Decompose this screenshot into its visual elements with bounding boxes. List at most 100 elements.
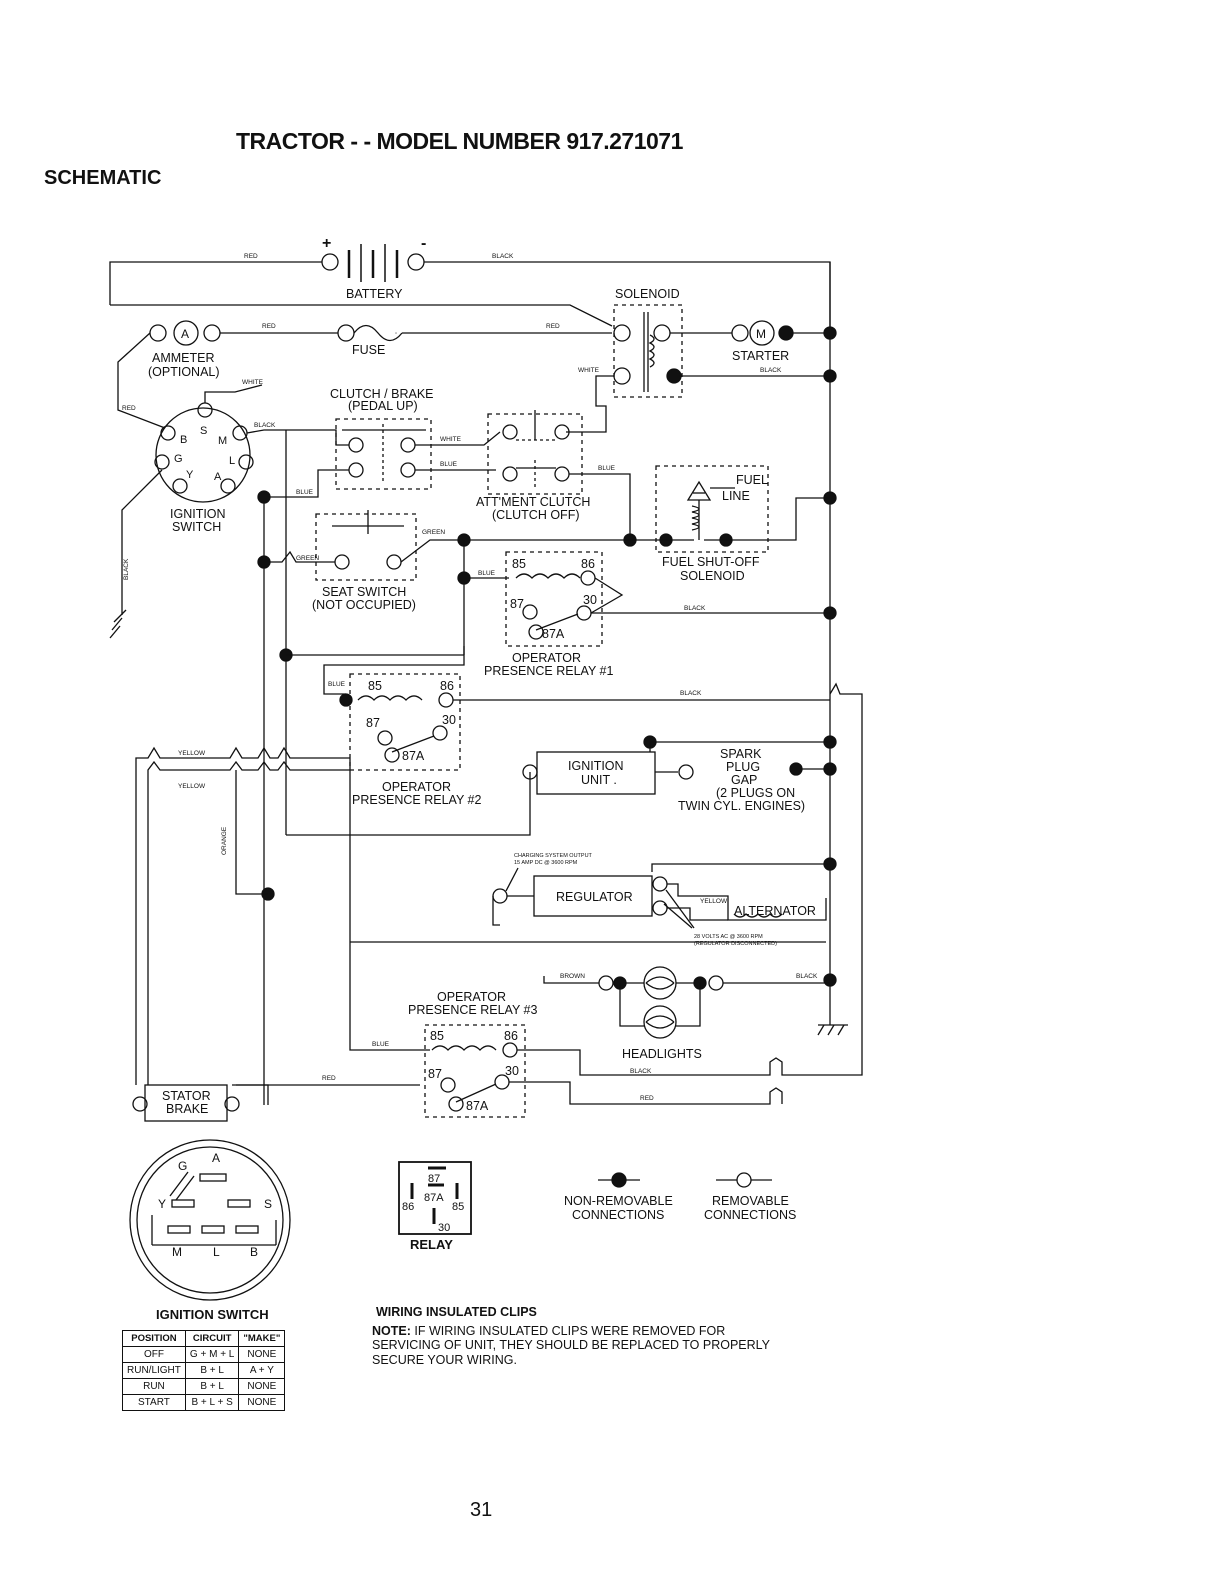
wire-red-label-3: RED [546, 323, 560, 330]
ground-bus [817, 262, 848, 1036]
relay2-label-2: PRESENCE RELAY #2 [352, 793, 482, 807]
face-terminal-l: L [213, 1245, 220, 1259]
relay-legend-87: 87 [428, 1173, 440, 1185]
wire-red-label: RED [244, 253, 258, 260]
wire-red-label-2: RED [262, 323, 276, 330]
relay-1: 85 86 87 30 87A BLUE BLACK OPERATOR PRES… [457, 551, 830, 678]
relay-legend-87a: 87A [424, 1192, 444, 1204]
seat-switch-label-2: (NOT OCCUPIED) [312, 598, 416, 612]
wire-black-label-8: BLACK [630, 1068, 652, 1075]
relay-legend: 87 86 87A 85 30 RELAY [398, 1161, 472, 1252]
table-header: "MAKE" [238, 1330, 286, 1347]
relay1-terminal-85: 85 [512, 557, 526, 571]
section-heading: SCHEMATIC [44, 167, 162, 189]
relay3-terminal-87a: 87A [466, 1099, 489, 1113]
table-row: RUN/LIGHT B + L A + Y [122, 1362, 286, 1379]
table-cell: RUN/LIGHT [122, 1362, 186, 1379]
table-cell: NONE [238, 1394, 286, 1411]
connection-legend: NON-REMOVABLE CONNECTIONS REMOVABLE CONN… [564, 1172, 796, 1222]
table-cell: G + M + L [184, 1346, 240, 1363]
clutch-brake-label: CLUTCH / BRAKE [330, 387, 434, 401]
table-header: POSITION [122, 1330, 186, 1347]
switch-terminal-s: S [200, 425, 207, 437]
headlights: BROWN BLACK HEADLIGHTS [543, 966, 830, 1061]
table-row: RUN B + L NONE [122, 1378, 286, 1395]
table-cell: B + L + S [184, 1394, 240, 1411]
relay-legend-30: 30 [438, 1222, 450, 1234]
starter-circuit: A AMMETER (OPTIONAL) FUSE RED RED SOLENO… [148, 287, 830, 433]
switch-terminal-l: L [229, 455, 235, 467]
relay-legend-85: 85 [452, 1201, 464, 1213]
fuel-shutoff-solenoid: FUEL LINE FUEL SHUT-OFF SOLENOID [623, 465, 830, 583]
wire-blue-label-6: BLUE [372, 1041, 390, 1048]
spark-plug-label-3: GAP [731, 773, 757, 787]
seat-switch: GREEN GREEN SEAT SWITCH (NOT OCCUPIED) [262, 510, 464, 612]
note-label: NOTE: [372, 1324, 411, 1338]
table-cell: START [122, 1394, 186, 1411]
relay3-terminal-85: 85 [430, 1029, 444, 1043]
wire-black-label-3: BLACK [254, 422, 276, 429]
ammeter-symbol: A [181, 327, 189, 341]
relay3-label-2: PRESENCE RELAY #3 [408, 1003, 538, 1017]
spark-plug-label: SPARK [720, 747, 762, 761]
alternator-output-label-2: (REGULATOR DISCONNECTED) [694, 941, 777, 947]
relay2-terminal-87a: 87A [402, 749, 425, 763]
table-cell: NONE [238, 1378, 286, 1395]
face-terminal-g: G [178, 1159, 187, 1173]
face-terminal-s: S [264, 1197, 272, 1211]
wire-white-label: WHITE [578, 367, 600, 374]
note-text: IF WIRING INSULATED CLIPS WERE REMOVED F… [372, 1324, 770, 1367]
charging-output-label-2: 15 AMP DC @ 3600 RPM [514, 860, 578, 866]
face-terminal-y: Y [158, 1197, 166, 1211]
attment-clutch-label-2: (CLUTCH OFF) [492, 508, 580, 522]
wire-red-label-6: RED [640, 1095, 654, 1102]
switch-terminal-a: A [214, 471, 222, 483]
starter-label: STARTER [732, 349, 789, 363]
wire-black-label-6: BLACK [680, 690, 702, 697]
face-terminal-b: B [250, 1245, 258, 1259]
relay1-label-2: PRESENCE RELAY #1 [484, 664, 614, 678]
relay1-terminal-86: 86 [581, 557, 595, 571]
table-cell: B + L [184, 1362, 240, 1379]
ignition-unit-label: IGNITION [568, 759, 624, 773]
wire-blue-label-3: BLUE [598, 465, 616, 472]
page-number: 31 [470, 1499, 493, 1521]
table-cell: NONE [238, 1346, 286, 1363]
wire-black-label: BLACK [492, 253, 514, 260]
wire-yellow-label-3: YELLOW [700, 898, 728, 905]
fuel-shutoff-label-2: SOLENOID [680, 569, 745, 583]
starter-symbol: M [756, 327, 766, 341]
relay-3: OPERATOR PRESENCE RELAY #3 85 86 BLUE 87… [322, 682, 863, 1118]
wire-orange-label: ORANGE [221, 826, 228, 855]
fuel-line-label-2: LINE [722, 489, 750, 503]
ignition-switch-face: A G Y S M L B [129, 1139, 291, 1301]
table-cell: B + L [184, 1378, 240, 1395]
ammeter-optional-label: (OPTIONAL) [148, 365, 220, 379]
wire-black-label-7: BLACK [796, 973, 818, 980]
switch-terminal-g: G [174, 453, 183, 465]
spark-plug-label-2: PLUG [726, 760, 760, 774]
wire-black-label-4: BLACK [123, 558, 130, 580]
table-cell: RUN [122, 1378, 186, 1395]
wiring-clips-note: NOTE: IF WIRING INSULATED CLIPS WERE REM… [372, 1324, 792, 1367]
relay2-label: OPERATOR [382, 780, 451, 794]
relay-2: 85 86 BLUE 87 30 87A BLACK OPERATOR PRES… [323, 646, 830, 807]
alternator-label: ALTERNATOR [734, 904, 816, 918]
battery-label: BATTERY [346, 287, 403, 301]
stator-brake-label-2: BRAKE [166, 1102, 208, 1116]
left-bus [257, 430, 630, 1105]
ignition-unit-label-2: UNIT . [581, 773, 617, 787]
wire-yellow-label-2: YELLOW [178, 783, 206, 790]
charging-output-label: CHARGING SYSTEM OUTPUT [514, 853, 593, 859]
wire-white-label-3: WHITE [440, 436, 462, 443]
relay1-terminal-30: 30 [583, 593, 597, 607]
wire-red-label-5: RED [322, 1075, 336, 1082]
wire-blue-label: BLUE [296, 489, 314, 496]
regulator-label: REGULATOR [556, 890, 633, 904]
wire-yellow-label: YELLOW [178, 750, 206, 757]
charging-system: REGULATOR CHARGING SYSTEM OUTPUT 15 AMP … [350, 853, 830, 947]
wire-blue-label-5: BLUE [328, 681, 346, 688]
seat-switch-label: SEAT SWITCH [322, 585, 406, 599]
clutch-brake-label-2: (PEDAL UP) [348, 399, 418, 413]
